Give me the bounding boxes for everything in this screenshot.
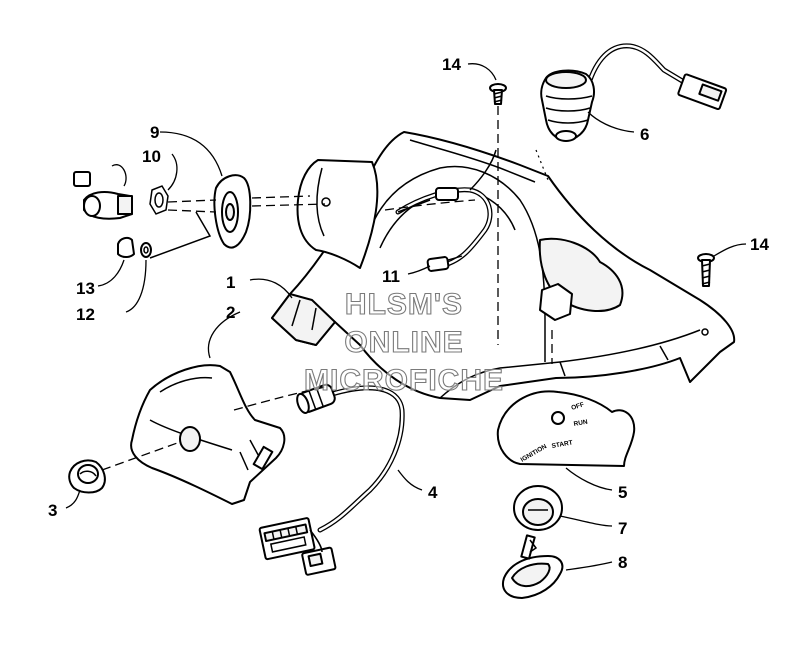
- callout-3: 3: [48, 501, 57, 520]
- part-6-ignition-switch: [540, 43, 728, 142]
- watermark-line-1: HLSM'S: [345, 288, 463, 321]
- callout-7: 7: [618, 519, 627, 538]
- part-13-bushing: [117, 236, 135, 258]
- part-5-switch-plate: OFF RUN START IGNITION: [496, 390, 636, 467]
- watermark: HLSM'S ONLINE MICROFICHE: [303, 287, 504, 397]
- callout-leaders: [65, 63, 747, 571]
- callout-13: 13: [76, 279, 95, 298]
- part-9-plate: [213, 174, 252, 249]
- part-3-cap: [68, 441, 181, 494]
- callout-10: 10: [142, 147, 161, 166]
- part-8-key: [502, 534, 564, 599]
- part-12-washer: [140, 242, 152, 258]
- part-10-switch: [73, 171, 169, 220]
- watermark-line-2: ONLINE: [344, 326, 463, 359]
- part-11-connector: [426, 255, 463, 272]
- callout-6: 6: [640, 125, 649, 144]
- callout-14-top: 14: [442, 55, 461, 74]
- assembly-lines: [149, 106, 553, 411]
- part-4-harness: [258, 383, 405, 576]
- plate-label-off: OFF: [570, 401, 585, 412]
- callout-14-right: 14: [750, 235, 769, 254]
- part-7-nut: [513, 485, 563, 531]
- callout-9: 9: [150, 123, 159, 142]
- callout-8: 8: [618, 553, 627, 572]
- part-14-screw-right: [697, 253, 715, 287]
- watermark-line-3: MICROFICHE: [304, 364, 504, 397]
- callout-4: 4: [428, 483, 438, 502]
- callout-11: 11: [382, 267, 400, 286]
- callout-5: 5: [618, 483, 627, 502]
- console-side-cup: [296, 159, 379, 269]
- console-harness: [384, 149, 497, 269]
- callout-12: 12: [76, 305, 95, 324]
- part-2-lower-cover: [130, 364, 286, 505]
- part-14-screw-top: [489, 83, 507, 105]
- callout-numbers: 1 2 3 4 5 6 7 8 9 10 11 12 13 14 14: [48, 55, 769, 572]
- callout-1: 1: [226, 273, 235, 292]
- plate-label-start: START: [551, 439, 573, 450]
- callout-2: 2: [226, 303, 235, 322]
- console-hood: [271, 131, 736, 401]
- plate-label-run: RUN: [573, 419, 588, 428]
